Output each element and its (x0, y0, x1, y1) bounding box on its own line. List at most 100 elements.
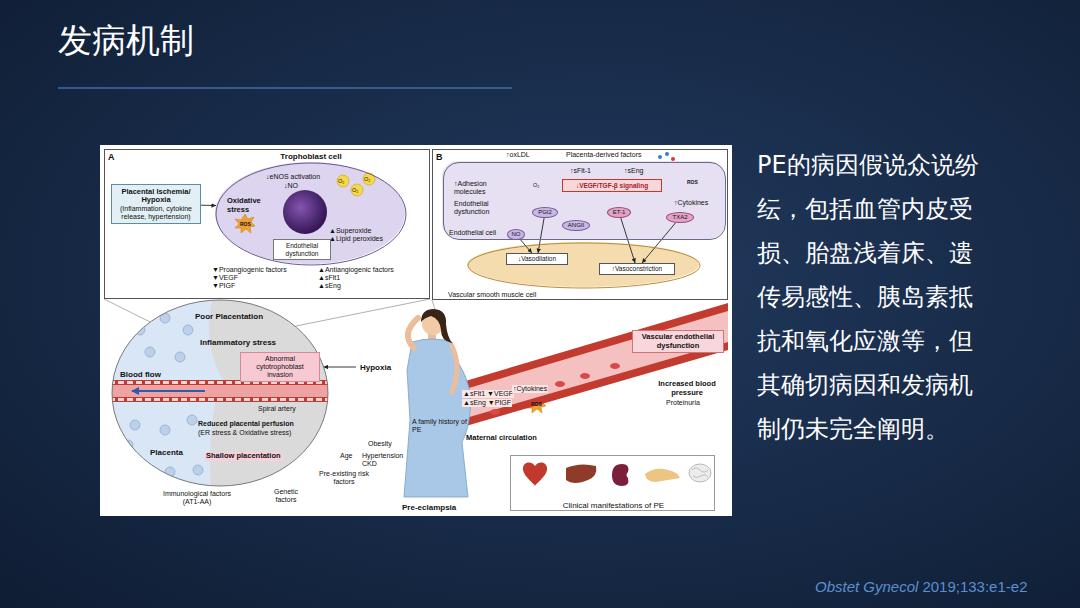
placenta-tissue (132, 390, 205, 392)
blood-vessel (452, 303, 728, 430)
label: ▼Proangiogenic factors (212, 266, 287, 274)
label: Pre-existing risk factors (316, 470, 372, 486)
organ-icon (523, 463, 547, 486)
blood-vessel (555, 381, 565, 387)
label: Hypoxia (360, 363, 391, 372)
node-outline (112, 300, 328, 486)
mediator-oval: TXA2 (666, 212, 694, 223)
placenta-tissue (133, 465, 143, 475)
placenta-tissue (130, 420, 140, 430)
label: ▲sEng (318, 282, 341, 290)
pregnant-woman (404, 309, 471, 497)
organ-panel: Clinical manifestations of PE (510, 455, 715, 511)
node-text: ANGII (568, 222, 584, 229)
connector (621, 218, 635, 263)
node-text: ↓Vasodilation (518, 255, 556, 263)
blood-vessel (452, 303, 728, 430)
node-text: Trophoblast cell (216, 152, 406, 161)
label: O₂ (364, 176, 370, 182)
title-rule (58, 87, 512, 89)
process-box: ↓Vasodilation (506, 253, 568, 265)
label: Age (340, 452, 352, 460)
placenta-tissue (100, 290, 340, 500)
placenta-tissue (100, 398, 340, 401)
label: O₂ (533, 182, 539, 188)
node-text: ↓NO (284, 182, 298, 190)
node-text: ET-1 (613, 209, 626, 216)
panel-frame: B ↑sFlt-1 ↑sEng ↑Adhesion moleculesEndothel… (432, 149, 728, 300)
process-box: ↑Vasoconstriction (599, 263, 675, 275)
node-outline (216, 163, 406, 265)
trophoblast-cell (215, 162, 405, 264)
node-text: Endothelial dysfunction (454, 200, 506, 216)
trophoblast-cell (215, 162, 405, 264)
node-text: Inflammatory stress (200, 338, 276, 347)
node-outline (468, 243, 700, 288)
label: Obesity (368, 440, 392, 448)
placenta-tissue (175, 352, 185, 362)
blood-vessel (580, 373, 590, 379)
label: 2019;133:e1-e2 (922, 578, 1027, 596)
node-text: Abnormal cytotrophoblast invasion (244, 355, 316, 379)
label: Pre-eclampsia (402, 503, 456, 512)
placenta-tissue (160, 425, 170, 435)
node-text: Poor Placentation (195, 312, 263, 321)
slide-title: 发病机制 (58, 18, 194, 62)
oxygen-radical (337, 175, 349, 187)
node-text: Endothelial dysfunction (277, 242, 327, 257)
ros-burst (235, 214, 255, 233)
label: Obstet Gynecol (815, 578, 918, 596)
hypoxia-arrow (324, 367, 356, 368)
endothelial-cell (442, 161, 725, 239)
placenta-tissue (183, 325, 193, 335)
connector (642, 223, 675, 263)
endothelial-cell (658, 155, 662, 159)
label: O₂ (352, 187, 358, 193)
node-text: PGI2 (538, 209, 552, 216)
node-text: TXA2 (672, 214, 687, 221)
organ-icon (689, 464, 711, 482)
panel-frame: APlacental Ischemia/ Hypoxia(Inflammatio… (104, 149, 430, 299)
node-text: ↓eNOS activation (266, 173, 320, 181)
node-text: ↑sFlt-1 (570, 167, 591, 175)
cell-region: ↑sFlt-1 ↑sEng ↑Adhesion moleculesEndotheli… (443, 162, 726, 240)
label: Maternal circulation (466, 434, 537, 443)
node-text: NO (512, 231, 521, 238)
node-text: ↑Vasoconstriction (612, 265, 662, 273)
node-text: (ER stress & Oxidative stress) (198, 429, 291, 437)
label: ▲sFlt1 (318, 274, 340, 282)
node-text: ↑sEng (624, 167, 643, 175)
pregnant-woman (421, 309, 452, 343)
node-text: B (436, 152, 443, 162)
label: ROS (531, 401, 542, 407)
label: ▲sEng ▼PIGF (462, 399, 512, 407)
node-text: Oxidative stress (227, 197, 267, 214)
zoom-line (104, 299, 150, 322)
endothelial-cell (442, 152, 725, 239)
pregnant-woman (404, 339, 471, 497)
trophoblast-cell (283, 190, 327, 234)
label: Genetic factors (265, 488, 307, 504)
pregnant-woman (408, 318, 418, 348)
label: ROS (240, 221, 251, 227)
cell-ellipse: Trophoblast cell ↓eNOS activation↓NO Oxida… (216, 151, 406, 265)
label: Immunological factors (AT1-AA) (160, 490, 234, 506)
smooth-muscle-cell (467, 242, 699, 287)
node-text: Spiral artery (258, 405, 296, 413)
oxygen-radical (351, 184, 363, 196)
endothelial-cell (671, 157, 675, 161)
label: ROS (687, 179, 698, 185)
placenta-circle: Poor PlacentationInflammatory stressBloo… (112, 300, 328, 486)
placenta-tissue (193, 465, 203, 475)
process-box: Abnormal cytotrophoblast invasion (240, 352, 320, 382)
organ-icon (692, 468, 708, 478)
placenta-tissue (145, 347, 155, 357)
organ-icon (523, 463, 711, 486)
organ-icon (566, 464, 596, 483)
node-text: ↑Adhesion molecules (454, 180, 502, 196)
label: ▼PIGF (212, 282, 235, 290)
mediator-oval: ET-1 (607, 207, 631, 218)
mediator-oval: ANGII (562, 220, 590, 231)
placenta-tissue (187, 415, 197, 425)
